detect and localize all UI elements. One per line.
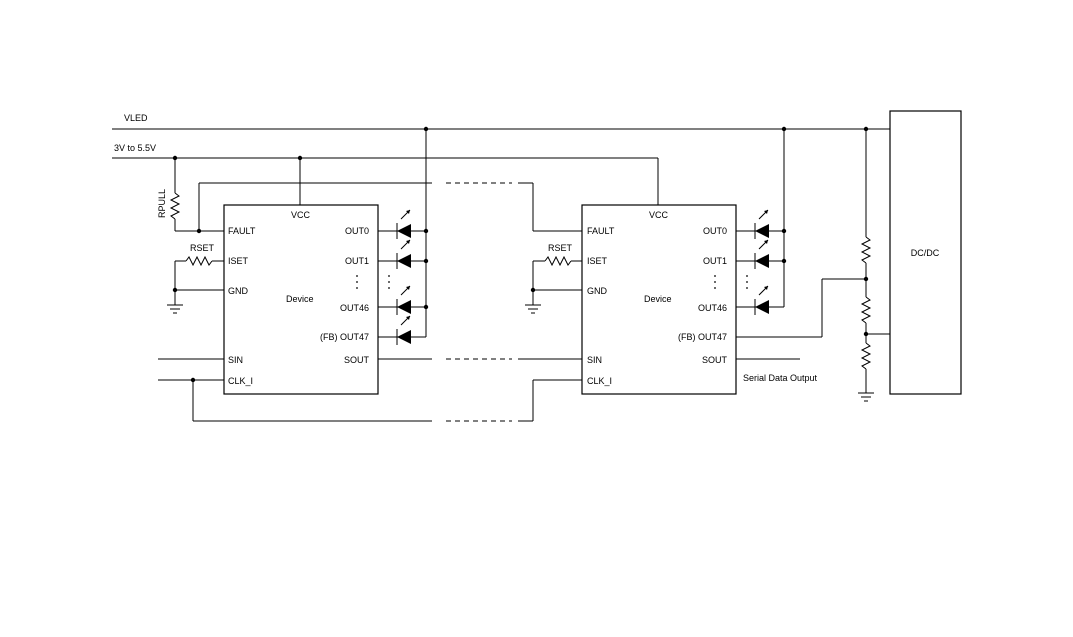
device-2-rset-resistor-icon bbox=[532, 255, 582, 305]
device-1-led-column bbox=[378, 129, 427, 345]
device-1-pin-sin: SIN bbox=[228, 355, 243, 365]
led-icon bbox=[754, 209, 769, 239]
device-2-pin-iset: ISET bbox=[587, 256, 608, 266]
device-2-vcc: VCC bbox=[649, 210, 669, 220]
device-2-ellipsis-icon bbox=[714, 275, 716, 289]
device-1-body bbox=[223, 204, 379, 395]
device-1-ellipsis-icon bbox=[356, 275, 358, 289]
resistor-icon bbox=[860, 342, 872, 370]
device-1-serial-wires bbox=[158, 358, 582, 422]
device-2-pin-out1: OUT1 bbox=[703, 256, 727, 266]
device-1-rset-resistor-icon bbox=[174, 255, 224, 305]
divider-network bbox=[858, 129, 890, 402]
device-2-pin-out46: OUT46 bbox=[698, 303, 727, 313]
device-1: VCC Device FAULT ISET GND SIN CLK_I OUT0… bbox=[223, 204, 379, 395]
device-2-rset-label: RSET bbox=[548, 243, 573, 253]
device-1-vcc: VCC bbox=[291, 210, 311, 220]
led-icon bbox=[396, 315, 411, 345]
rpull-label: RPULL bbox=[157, 189, 167, 218]
device-1-pin-fault: FAULT bbox=[228, 226, 256, 236]
vcc-range-label: 3V to 5.5V bbox=[114, 143, 156, 153]
led-column-ellipsis-icon bbox=[746, 275, 748, 289]
device-1-pin-clk: CLK_I bbox=[228, 376, 253, 386]
device-1-pin-out47: (FB) OUT47 bbox=[320, 332, 369, 342]
device-2-name: Device bbox=[644, 294, 672, 304]
device-1-pin-sout: SOUT bbox=[344, 355, 370, 365]
device-1-rset-label: RSET bbox=[190, 243, 215, 253]
device-2-pin-sout: SOUT bbox=[702, 355, 728, 365]
divider-ground-icon bbox=[858, 392, 874, 402]
resistor-icon bbox=[860, 296, 872, 324]
led-icon bbox=[754, 285, 769, 315]
feedback-wire bbox=[736, 278, 866, 338]
dcdc-body bbox=[889, 110, 962, 395]
device-2-pin-gnd: GND bbox=[587, 286, 608, 296]
device-2-pin-sin: SIN bbox=[587, 355, 602, 365]
device-1-ground-icon bbox=[167, 304, 183, 314]
device-2-pin-out47: (FB) OUT47 bbox=[678, 332, 727, 342]
resistor-icon bbox=[860, 236, 872, 264]
rpull-resistor-icon bbox=[169, 192, 181, 220]
device-2-pin-clk: CLK_I bbox=[587, 376, 612, 386]
rail-wires bbox=[112, 128, 890, 232]
device-2-pin-fault: FAULT bbox=[587, 226, 615, 236]
led-icon bbox=[396, 239, 411, 269]
device-1-name: Device bbox=[286, 294, 314, 304]
device-1-pin-out1: OUT1 bbox=[345, 256, 369, 266]
led-icon bbox=[396, 285, 411, 315]
device-2-ground-icon bbox=[525, 304, 541, 314]
device-1-pin-iset: ISET bbox=[228, 256, 249, 266]
led-icon bbox=[396, 209, 411, 239]
device-2-body bbox=[581, 204, 737, 395]
device-1-pin-out0: OUT0 bbox=[345, 226, 369, 236]
vled-label: VLED bbox=[124, 113, 148, 123]
led-icon bbox=[754, 239, 769, 269]
device-2-led-column bbox=[736, 129, 785, 315]
device-2: VCC Device FAULT ISET GND SIN CLK_I OUT0… bbox=[581, 204, 737, 395]
serial-data-output-label: Serial Data Output bbox=[743, 373, 818, 383]
device-1-pin-gnd: GND bbox=[228, 286, 249, 296]
dcdc-converter: DC/DC bbox=[889, 110, 962, 395]
led-column-ellipsis-icon bbox=[388, 275, 390, 289]
dcdc-label: DC/DC bbox=[911, 248, 940, 258]
device-2-pin-out0: OUT0 bbox=[703, 226, 727, 236]
device-1-pin-out46: OUT46 bbox=[340, 303, 369, 313]
